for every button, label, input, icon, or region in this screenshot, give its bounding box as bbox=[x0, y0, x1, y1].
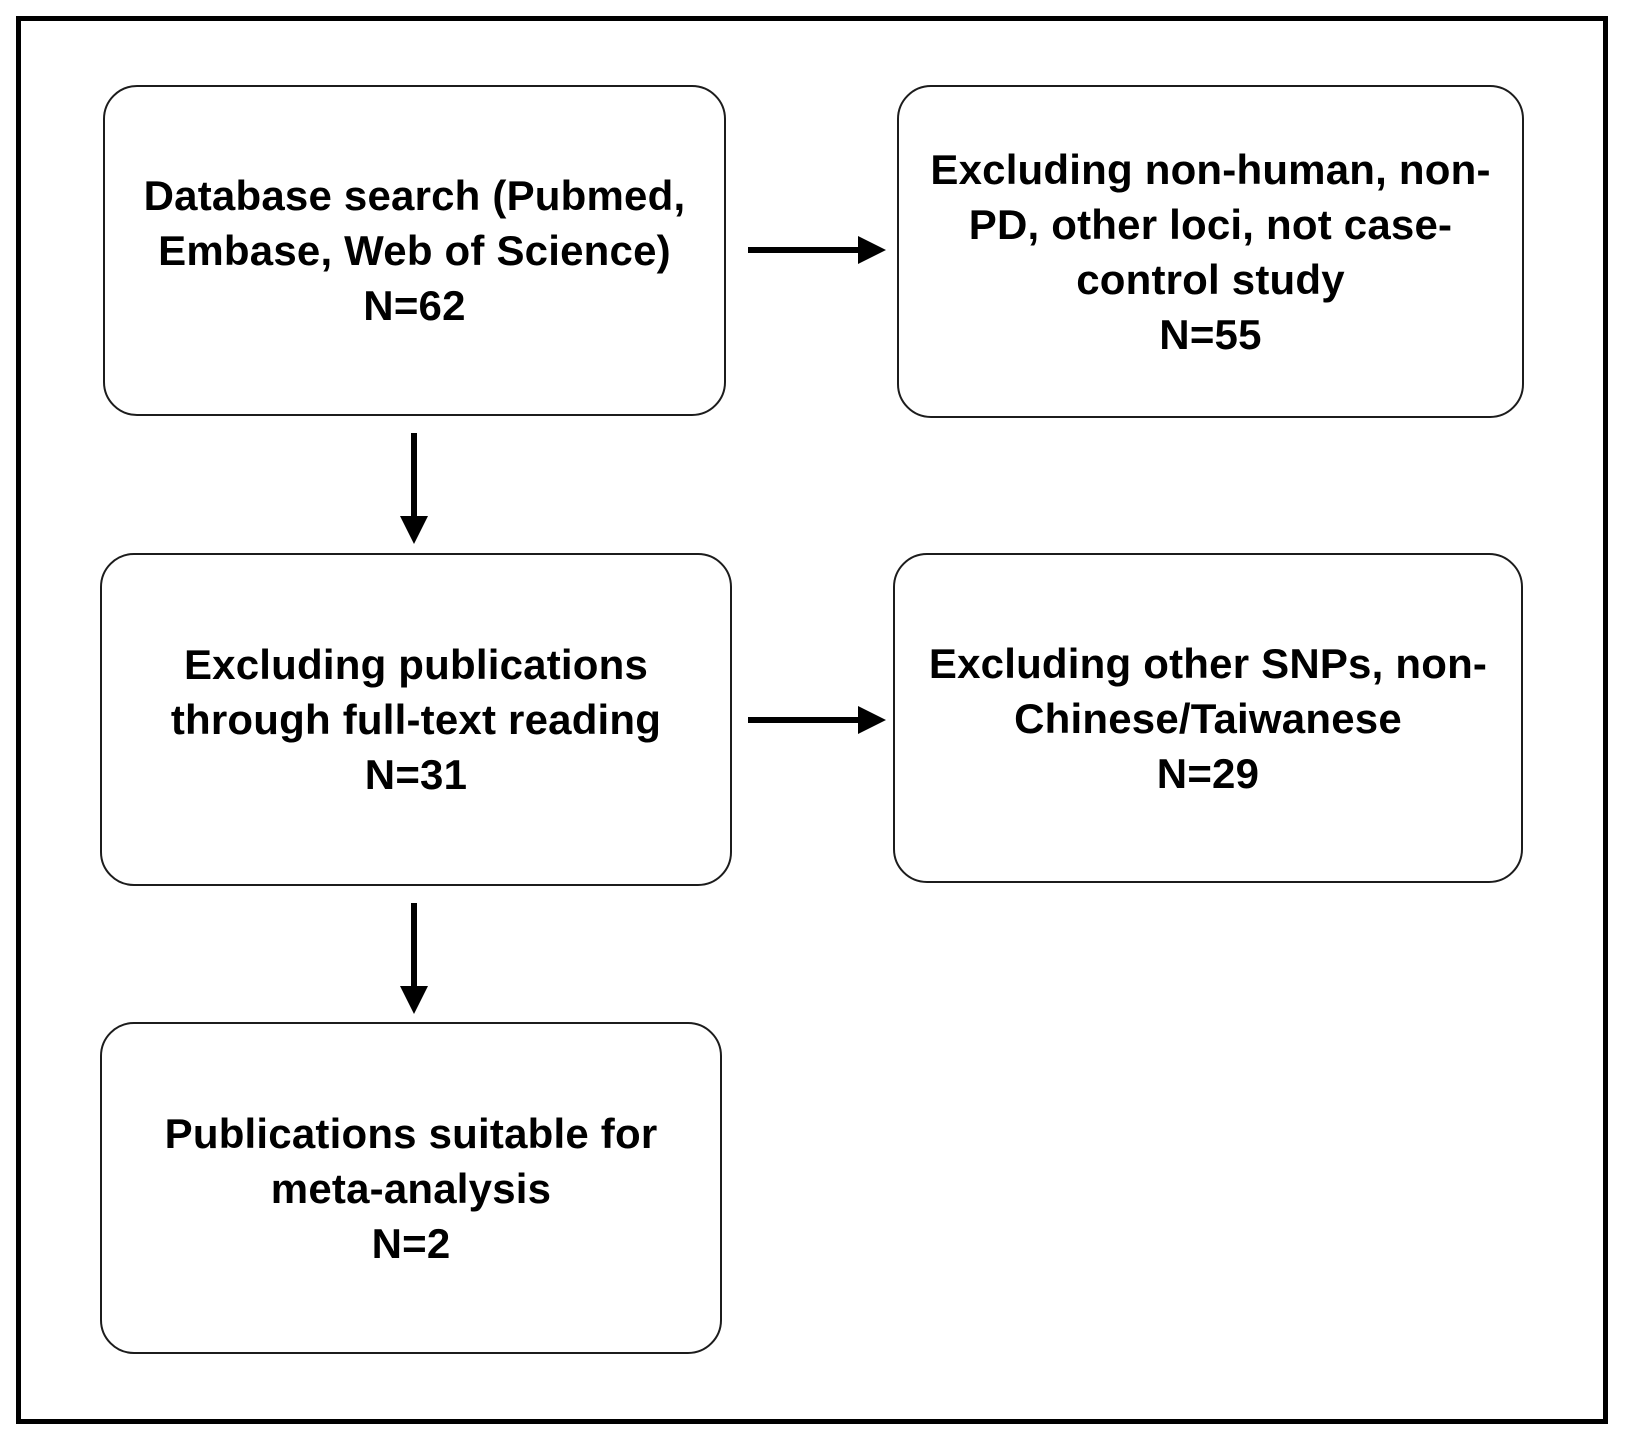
node-excluding-snps: Excluding other SNPs, non- Chinese/Taiwa… bbox=[893, 553, 1523, 883]
node-text-line: PD, other loci, not case- bbox=[968, 200, 1453, 248]
node-count-line: N=29 bbox=[1156, 749, 1260, 797]
node-text-line: Chinese/Taiwanese bbox=[1014, 694, 1402, 742]
node-text-line: Excluding publications bbox=[183, 641, 649, 688]
node-excluding-fulltext: Excluding publications through full-text… bbox=[100, 553, 732, 886]
node-database-search: Database search (Pubmed, Embase, Web of … bbox=[103, 85, 726, 416]
node-meta-analysis: Publications suitable for meta-analysis … bbox=[100, 1022, 722, 1354]
node-text-line: control study bbox=[1076, 255, 1345, 303]
node-text-line: Excluding non-human, non- bbox=[930, 145, 1491, 193]
node-count-line: N=62 bbox=[363, 282, 466, 329]
node-text-line: Excluding other SNPs, non- bbox=[928, 639, 1488, 687]
node-text-line: through full-text reading bbox=[170, 696, 662, 743]
node-count-line: N=31 bbox=[364, 751, 468, 798]
node-text-line: Publications suitable for bbox=[164, 1109, 658, 1157]
node-excluding-screening: Excluding non-human, non- PD, other loci… bbox=[897, 85, 1524, 418]
node-text-line: Database search (Pubmed, bbox=[143, 172, 686, 219]
node-text-line: meta-analysis bbox=[270, 1164, 552, 1212]
node-count-line: N=55 bbox=[1159, 310, 1262, 358]
node-count-line: N=2 bbox=[371, 1219, 451, 1267]
node-text-line: Embase, Web of Science) bbox=[158, 227, 671, 274]
